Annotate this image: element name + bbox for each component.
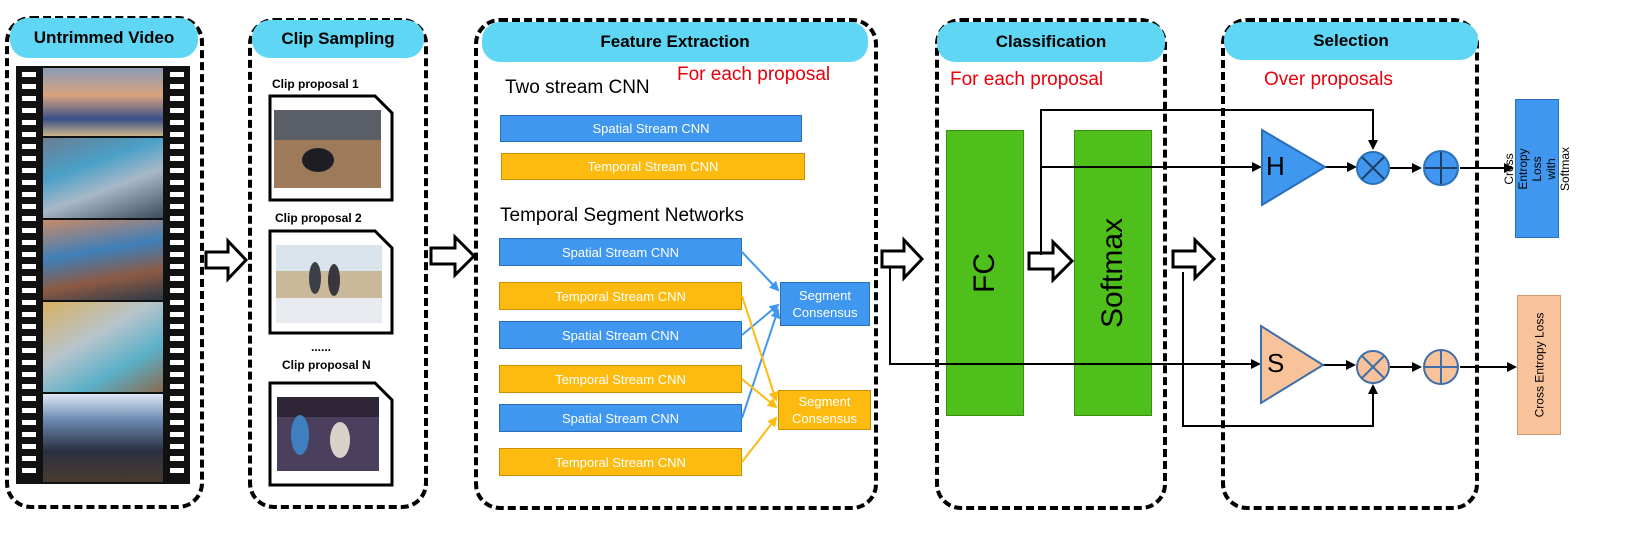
temporal-stream-cnn: Temporal Stream CNN — [501, 153, 805, 180]
spatial-stream-cnn: Spatial Stream CNN — [500, 115, 802, 142]
stage-arrow — [204, 237, 249, 283]
clip-proposal-doc — [268, 229, 394, 335]
two-stream-cnn-title: Two stream CNN — [505, 77, 650, 98]
plus-operator-icon — [1423, 150, 1459, 186]
feature-extraction-title: Feature Extraction — [482, 22, 868, 62]
tsn-temporal-stream-cnn: Temporal Stream CNN — [499, 282, 742, 310]
stage-arrow — [1027, 238, 1075, 284]
multiply-operator-icon — [1356, 151, 1390, 185]
stage-arrow — [429, 233, 477, 279]
video-frame — [43, 68, 163, 136]
tsn-temporal-stream-cnn: Temporal Stream CNN — [499, 365, 742, 393]
tsn-yellow-connectors — [741, 295, 779, 463]
tsn-temporal-stream-cnn: Temporal Stream CNN — [499, 448, 742, 476]
video-frame — [43, 394, 163, 482]
stage-arrow — [1171, 236, 1217, 282]
classification-stage — [935, 18, 1167, 510]
clip-proposal-label: Clip proposal 2 — [275, 211, 362, 225]
segment-consensus-temporal: Segment Consensus — [778, 390, 871, 430]
feature-extraction-note: For each proposal — [677, 64, 831, 85]
s-module — [1260, 324, 1325, 405]
clip-proposal-ellipsis: ...... — [311, 340, 332, 354]
clip-proposal-doc — [268, 94, 394, 202]
h-module — [1261, 128, 1327, 207]
video-frame — [43, 220, 163, 300]
h-label: H — [1266, 151, 1285, 181]
video-filmstrip — [16, 66, 190, 484]
clip-sampling-title: Clip Sampling — [252, 20, 424, 58]
film-sprockets — [22, 72, 184, 473]
feature-extraction-stage — [474, 18, 878, 510]
selection-note: Over proposals — [1264, 69, 1393, 90]
tsn-title: Temporal Segment Networks — [500, 205, 744, 226]
video-frame — [43, 138, 163, 218]
softmax-layer: Softmax — [1074, 130, 1152, 416]
untrimmed-video-title: Untrimmed Video — [10, 18, 198, 58]
clip-proposal-label: Clip proposal N — [282, 358, 371, 372]
video-frame — [43, 302, 163, 392]
cross-entropy-softmax-loss: Cross Entropy Loss with Softmax — [1502, 99, 1572, 238]
plus-operator-icon — [1423, 349, 1459, 385]
cross-entropy-loss: Cross Entropy Loss — [1517, 295, 1561, 435]
tsn-spatial-stream-cnn: Spatial Stream CNN — [499, 404, 742, 432]
tsn-blue-connectors — [741, 251, 781, 419]
classification-title: Classification — [937, 22, 1165, 62]
selection-connectors — [889, 109, 1517, 427]
s-label: S — [1267, 348, 1285, 378]
selection-title: Selection — [1224, 22, 1478, 60]
clip-proposal-label: Clip proposal 1 — [272, 77, 359, 91]
selection-stage — [1221, 18, 1479, 510]
tsn-spatial-stream-cnn: Spatial Stream CNN — [499, 321, 742, 349]
stage-arrow — [880, 236, 925, 282]
fc-layer: FC — [946, 130, 1024, 416]
tsn-spatial-stream-cnn: Spatial Stream CNN — [499, 238, 742, 266]
multiply-operator-icon — [1356, 350, 1390, 384]
segment-consensus-spatial: Segment Consensus — [780, 282, 870, 326]
clip-proposal-doc — [268, 381, 394, 487]
classification-note: For each proposal — [950, 69, 1104, 90]
